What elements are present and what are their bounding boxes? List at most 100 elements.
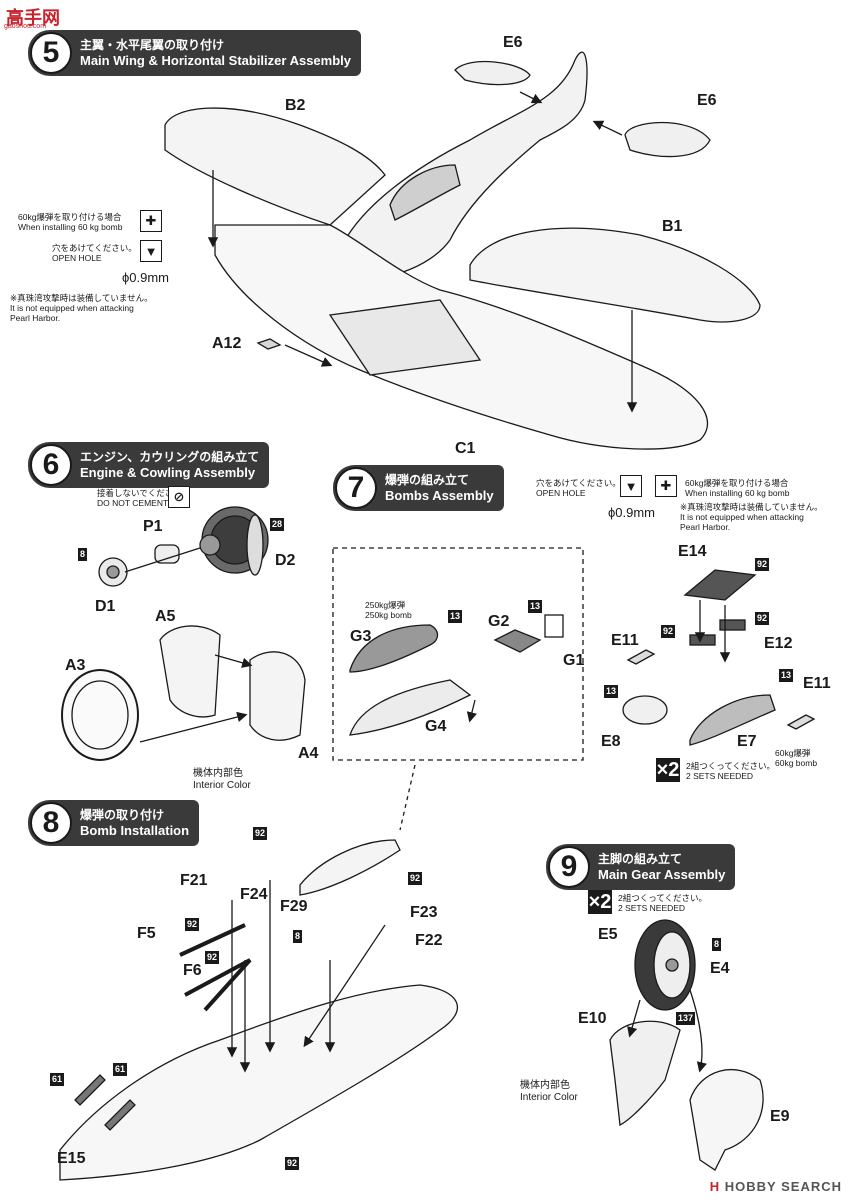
bomb-g4-drawing	[349, 679, 472, 736]
step-7-number: 7	[335, 467, 377, 509]
note-2-sets-needed: 2組つくってください。2 SETS NEEDED	[686, 761, 776, 781]
note-do-not-cement: 接着しないでください。DO NOT CEMENT	[97, 488, 191, 508]
site-logo-subtitle: gaoshou.com	[4, 23, 47, 30]
paint-code-badge: 92	[661, 625, 676, 638]
part-f6-drawing	[184, 958, 252, 1012]
part-label-a5: A5	[155, 608, 176, 625]
paint-code-badge: 92	[205, 951, 220, 964]
part-label-e6: E6	[697, 92, 717, 109]
cowling-a4-drawing	[249, 651, 306, 741]
step-7-title-en: Bombs Assembly	[385, 487, 494, 503]
paint-code-badge: 92	[185, 918, 200, 931]
engine-drawing	[199, 506, 269, 576]
step-9-title-en: Main Gear Assembly	[598, 866, 726, 882]
cowling-a5-drawing	[159, 625, 221, 718]
part-label-e11: E11	[611, 632, 639, 649]
step-5-title-en: Main Wing & Horizontal Stabilizer Assemb…	[80, 52, 351, 68]
part-a12-drawing	[256, 338, 282, 350]
part-label-e9: E9	[770, 1108, 790, 1125]
part-label-b1: B1	[662, 218, 683, 235]
wing-b2-drawing	[164, 107, 386, 226]
part-label-a12: A12	[212, 335, 242, 352]
stabilizer-e6-top	[454, 60, 531, 86]
part-label-f24: F24	[240, 886, 268, 903]
part-label-f23: F23	[410, 904, 438, 921]
gear-door-e9-drawing	[689, 1068, 764, 1171]
part-label-e4: E4	[710, 960, 730, 977]
quantity-badge: ×2	[656, 758, 680, 782]
part-label-g4: G4	[425, 718, 447, 735]
plus-cross-icon: ✚	[140, 210, 162, 232]
step-5-number: 5	[30, 32, 72, 74]
paint-code-badge: 92	[408, 872, 423, 885]
part-label-e10: E10	[578, 1010, 607, 1027]
paint-code-badge: 8	[78, 548, 88, 561]
cowling-a3-drawing	[61, 669, 139, 761]
wheel-e5-drawing	[634, 919, 696, 1011]
part-e14-drawing	[683, 569, 757, 601]
part-label-e6: E6	[503, 34, 523, 51]
paint-code-badge: 92	[253, 827, 268, 840]
step-8-title-ja: 爆弾の取り付け	[80, 807, 165, 822]
part-e12-drawing	[689, 619, 746, 646]
part-label-e7: E7	[737, 733, 757, 750]
step-9-number: 9	[548, 846, 590, 888]
note-open-hole-left: 穴をあけてください。OPEN HOLE	[52, 243, 137, 263]
part-label-f22: F22	[415, 932, 443, 949]
step-7-header: 7 爆弾の組み立て Bombs Assembly	[333, 465, 504, 511]
bomb-installation-drawing	[59, 839, 459, 1181]
part-label-e12: E12	[764, 635, 793, 652]
paint-code-badge: 13	[604, 685, 619, 698]
part-e8-drawing	[622, 695, 668, 725]
bomb-g3-drawing	[349, 624, 439, 673]
paint-code-badge: 28	[270, 518, 285, 531]
drill-icon: ▼	[620, 475, 642, 497]
step-6-title-ja: エンジン、カウリングの組み立て	[80, 449, 260, 464]
part-d1-drawing	[98, 557, 128, 587]
part-g2-drawing	[493, 629, 542, 653]
part-label-p1: P1	[143, 518, 163, 535]
part-label-f6: F6	[183, 962, 202, 979]
step-6-number: 6	[30, 444, 72, 486]
step-5-header: 5 主翼・水平尾翼の取り付け Main Wing & Horizontal St…	[28, 30, 361, 76]
paint-code-badge: 92	[285, 1157, 300, 1170]
part-label-g3: G3	[350, 628, 372, 645]
part-label-f5: F5	[137, 925, 156, 942]
part-label-d2: D2	[275, 552, 296, 569]
part-e11-drawing	[626, 649, 816, 730]
step-5-title-ja: 主翼・水平尾翼の取り付け	[80, 37, 225, 52]
plus-cross-icon: ✚	[655, 475, 677, 497]
paint-code-badge: 61	[113, 1063, 128, 1076]
paint-code-badge: 61	[50, 1073, 65, 1086]
part-label-c1: C1	[455, 440, 476, 457]
step-6-header: 6 エンジン、カウリングの組み立て Engine & Cowling Assem…	[28, 442, 270, 488]
quantity-badge: ×2	[588, 890, 612, 914]
step-9-header: 9 主脚の組み立て Main Gear Assembly	[546, 844, 736, 890]
part-label-b2: B2	[285, 97, 306, 114]
part-label-e11: E11	[803, 675, 831, 692]
drill-icon: ▼	[140, 240, 162, 262]
part-p1-drawing	[154, 544, 180, 564]
step-9-title-ja: 主脚の組み立て	[598, 851, 683, 866]
part-label-e5: E5	[598, 926, 618, 943]
paint-code-badge: 92	[755, 558, 770, 571]
paint-code-badge: 92	[755, 612, 770, 625]
part-f5-drawing	[179, 923, 246, 957]
wing-b1-drawing	[469, 227, 761, 323]
part-e15-drawing	[74, 1074, 136, 1131]
bomb-e7-drawing	[689, 694, 776, 746]
paint-code-badge: 13	[779, 669, 794, 682]
paint-code-badge: 137	[676, 1012, 696, 1025]
step-8-number: 8	[30, 802, 72, 844]
part-label-a3: A3	[65, 657, 86, 674]
watermark: H HOBBY SEARCH	[709, 1179, 842, 1194]
lower-wing-c1-drawing	[214, 224, 709, 450]
site-logo: 高手网	[6, 8, 60, 29]
step-7-title-ja: 爆弾の組み立て	[385, 472, 470, 487]
hole-diameter-left: ϕ0.9mm	[122, 270, 170, 285]
